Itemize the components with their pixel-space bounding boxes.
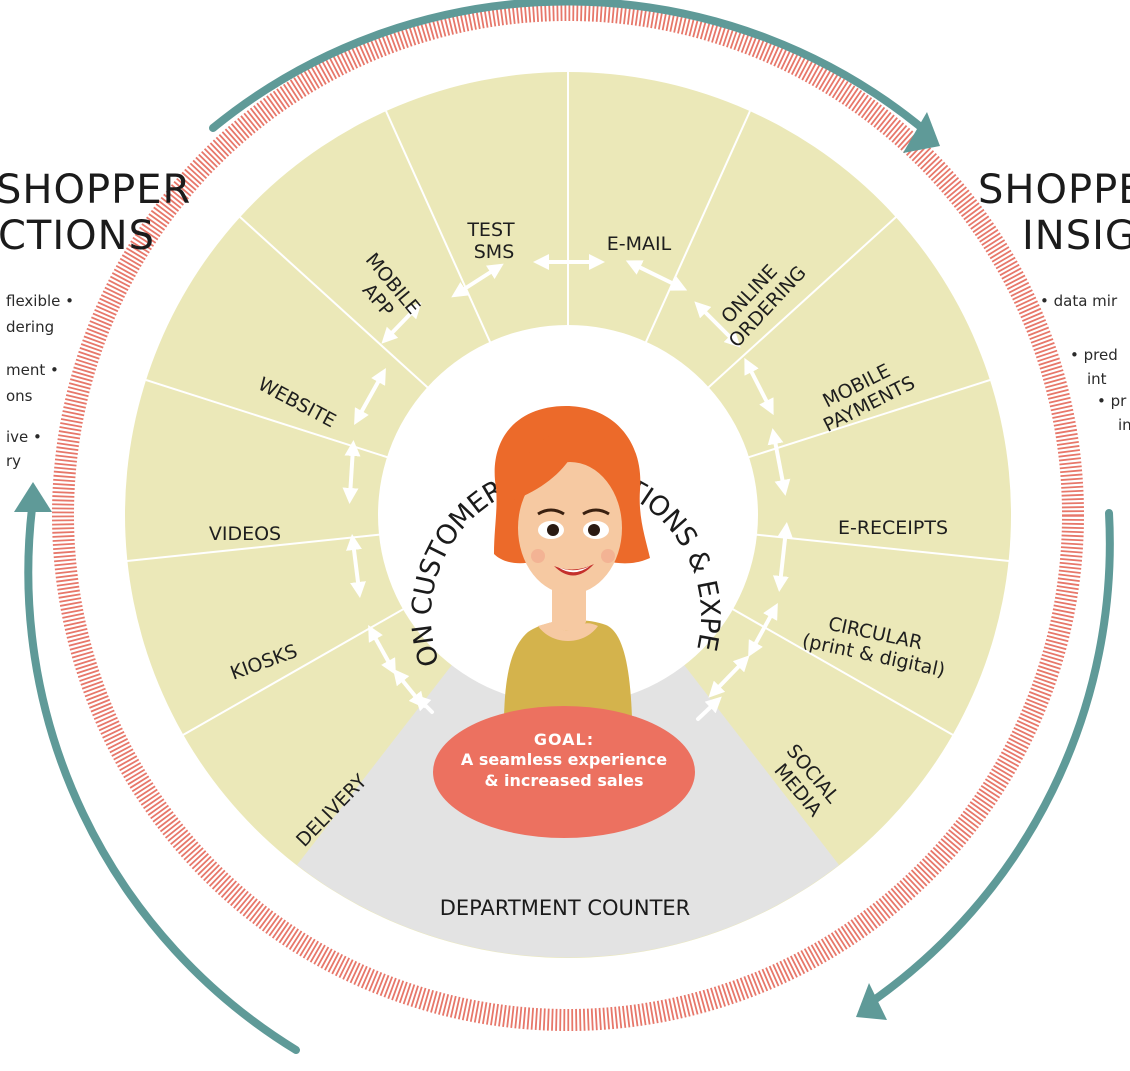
striped-outer-ring xyxy=(52,0,1084,1031)
left-panel-item-2-line2: ons xyxy=(6,387,33,405)
cycle-arrow-right xyxy=(863,509,1114,1009)
left-panel-item-2-line1: ment • xyxy=(6,361,59,379)
cycle-arrowhead-top xyxy=(903,112,940,153)
segment-label-test-sms: TEST SMS xyxy=(466,219,520,263)
right-brow xyxy=(582,508,610,516)
cycle-arrowhead-left xyxy=(14,482,52,512)
goal-callout: GOAL: A seamless experience & increased … xyxy=(434,714,694,834)
segment-label-videos: VIDEOS xyxy=(209,523,281,545)
left-panel-title-line2: CTIONS xyxy=(0,213,155,259)
goal-title: GOAL: xyxy=(533,730,595,749)
goal-line-1: A seamless experience xyxy=(460,750,668,769)
cycle-arrow-left xyxy=(24,496,300,1054)
teeth xyxy=(558,566,590,573)
right-panel-title-line1: SHOPPE xyxy=(978,167,1130,213)
right-panel-item-2-line2: int xyxy=(1087,370,1107,388)
right-panel-item-2-line1: • pred xyxy=(1070,346,1118,364)
neckline xyxy=(538,622,598,641)
left-panel-item-3-line2: ry xyxy=(6,452,22,470)
left-brow xyxy=(537,508,565,516)
left-pupil xyxy=(547,524,559,536)
shirt xyxy=(504,619,632,718)
left-cheek xyxy=(531,549,545,563)
segment-label-email: E-MAIL xyxy=(607,233,672,255)
department-counter-label: DEPARTMENT COUNTER xyxy=(439,896,691,920)
cycle-arrow-top xyxy=(209,0,932,137)
face xyxy=(518,462,622,594)
right-panel-item-1-line1: • data mir xyxy=(1040,292,1118,310)
cycle-arrowhead-right xyxy=(856,983,887,1020)
goal-ellipse xyxy=(433,706,695,838)
neck xyxy=(552,584,586,631)
right-pupil xyxy=(588,524,600,536)
right-panel-title-line2: INSIG xyxy=(1022,213,1130,259)
left-panel-item-1-line2: dering xyxy=(6,318,55,336)
segment-label-e-receipts: E-RECEIPTS xyxy=(838,517,948,539)
right-cheek xyxy=(601,549,615,563)
cycle-arrowheads xyxy=(14,112,940,1020)
right-panel-item-3-line1: • pr xyxy=(1097,392,1127,410)
connector-arrows xyxy=(342,254,794,721)
right-panel-item-3-line2: in xyxy=(1118,416,1130,434)
left-panel-item-3-line1: ive • xyxy=(6,428,42,446)
shopper-illustration xyxy=(494,406,650,718)
goal-line-2: & increased sales xyxy=(484,771,644,790)
mouth xyxy=(554,564,594,576)
left-panel-item-1-line1: flexible • xyxy=(6,292,74,310)
hair-bangs xyxy=(514,429,633,500)
cycle-arrows xyxy=(24,0,1114,1054)
left-panel-title-line1: SHOPPER xyxy=(0,167,192,213)
